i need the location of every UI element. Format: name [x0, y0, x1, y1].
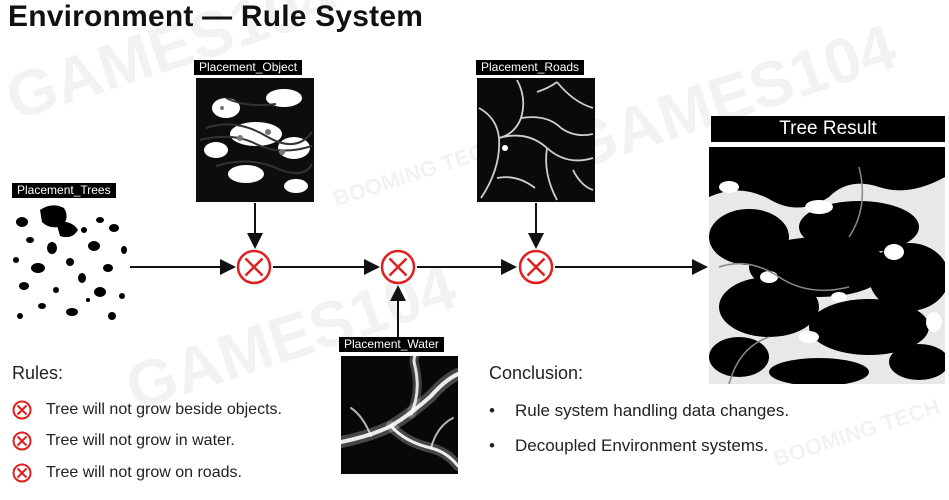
placement-roads-map [477, 78, 595, 202]
conclusion-item: • Decoupled Environment systems. [489, 436, 768, 456]
rule-text: Tree will not grow in water. [46, 432, 235, 449]
conclusion-item: • Rule system handling data changes. [489, 401, 789, 421]
placement-water-map [341, 356, 458, 474]
rule-item: Tree will not grow beside objects. [12, 399, 282, 421]
circled-times-icon [12, 463, 32, 483]
tree-result-map [709, 147, 945, 384]
placement-trees-map [12, 200, 130, 326]
circled-times-icon [12, 400, 32, 420]
placement-object-map [196, 78, 314, 202]
rule-item: Tree will not grow on roads. [12, 462, 242, 484]
label-placement-roads: Placement_Roads [476, 60, 585, 75]
circled-times-icon [236, 249, 272, 285]
label-placement-object: Placement_Object [194, 60, 303, 75]
rule-item: Tree will not grow in water. [12, 430, 235, 452]
rule-text: Tree will not grow beside objects. [46, 401, 282, 418]
rules-heading: Rules: [12, 363, 64, 383]
page-title: Environment — Rule System [8, 0, 424, 33]
label-tree-result: Tree Result [711, 116, 945, 142]
label-placement-water: Placement_Water [339, 337, 444, 352]
circled-times-icon [380, 249, 416, 285]
circled-times-icon [12, 431, 32, 451]
label-placement-trees: Placement_Trees [12, 183, 116, 198]
rule-text: Tree will not grow on roads. [46, 464, 242, 481]
bullet-icon: • [489, 436, 495, 455]
conclusion-text: Rule system handling data changes. [515, 401, 790, 420]
bullet-icon: • [489, 401, 495, 420]
circled-times-icon [518, 249, 554, 285]
conclusion-heading: Conclusion: [489, 363, 584, 383]
conclusion-text: Decoupled Environment systems. [515, 436, 769, 455]
